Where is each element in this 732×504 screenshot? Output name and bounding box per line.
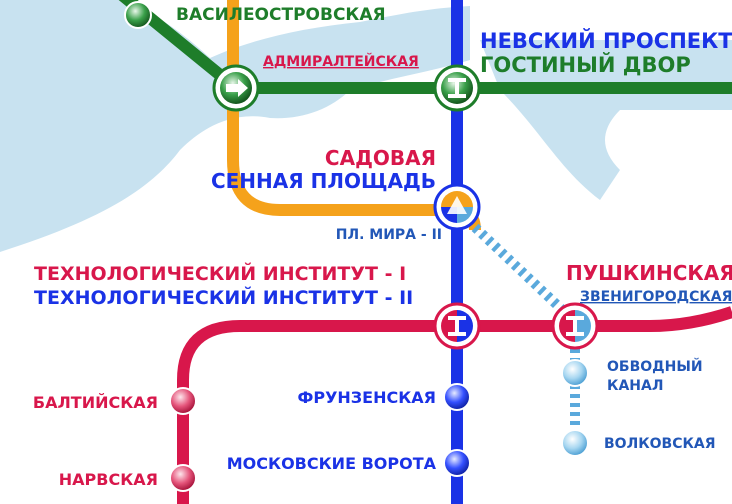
purple-line-connector <box>458 211 577 324</box>
station-narvskaya[interactable] <box>169 464 197 492</box>
label-narvskaya: НАРВСКАЯ <box>59 470 158 489</box>
station-tech-institute[interactable] <box>433 302 481 350</box>
station-baltiyskaya[interactable] <box>169 387 197 415</box>
label-admiralteyskaya: АДМИРАЛТЕЙСКАЯ <box>263 53 419 70</box>
label-vasileostrovskaya: ВАСИЛЕОСТРОВСКАЯ <box>176 5 386 25</box>
station-frunzenskaya[interactable] <box>443 383 471 411</box>
double-t-icon <box>448 316 466 336</box>
station-nevsky-gostiny[interactable] <box>433 64 481 112</box>
river <box>0 0 470 252</box>
station-vasileostrovskaya[interactable] <box>124 1 152 29</box>
station-pushkinskaya-zvenigorodskaya[interactable] <box>551 302 599 350</box>
label-baltiyskaya: БАЛТИЙСКАЯ <box>33 393 158 412</box>
label-pushkinskaya: ПУШКИНСКАЯ <box>566 261 732 285</box>
label-nevsky-prospekt: НЕВСКИЙ ПРОСПЕКТ <box>480 28 732 53</box>
double-t-icon <box>448 78 466 98</box>
double-t-icon <box>566 316 584 336</box>
arrow-right-icon <box>226 79 248 97</box>
station-sennaya-sadovaya[interactable] <box>433 183 481 231</box>
label-volkovskaya: ВОЛКОВСКАЯ <box>604 436 716 452</box>
canal <box>480 40 732 200</box>
label-sadovaya: САДОВАЯ <box>325 146 436 170</box>
station-volkovskaya[interactable] <box>561 429 589 457</box>
label-moskovskie-vorota: МОСКОВСКИЕ ВОРОТА <box>227 454 437 473</box>
label-tech-institute-2: ТЕХНОЛОГИЧЕСКИЙ ИНСТИТУТ - II <box>34 286 413 309</box>
label-sennaya-ploshchad: СЕННАЯ ПЛОЩАДЬ <box>211 169 436 193</box>
label-zvenigorodskaya: ЗВЕНИГОРОДСКАЯ <box>580 289 732 305</box>
label-tech-institute-1: ТЕХНОЛОГИЧЕСКИЙ ИНСТИТУТ - I <box>34 262 406 285</box>
label-frunzenskaya: ФРУНЗЕНСКАЯ <box>297 388 436 407</box>
triangle-transfer-icon <box>447 196 467 214</box>
label-obvodny-2: КАНАЛ <box>607 378 663 394</box>
station-admiralteyskaya[interactable] <box>212 64 260 112</box>
label-pl-mira: ПЛ. МИРА - II <box>336 227 442 243</box>
label-gostiny-dvor: ГОСТИНЫЙ ДВОР <box>480 52 691 77</box>
station-moskovskie-vorota[interactable] <box>443 449 471 477</box>
station-obvodny-kanal[interactable] <box>561 359 589 387</box>
red-line <box>177 306 732 504</box>
label-obvodny-1: ОБВОДНЫЙ <box>607 358 703 375</box>
